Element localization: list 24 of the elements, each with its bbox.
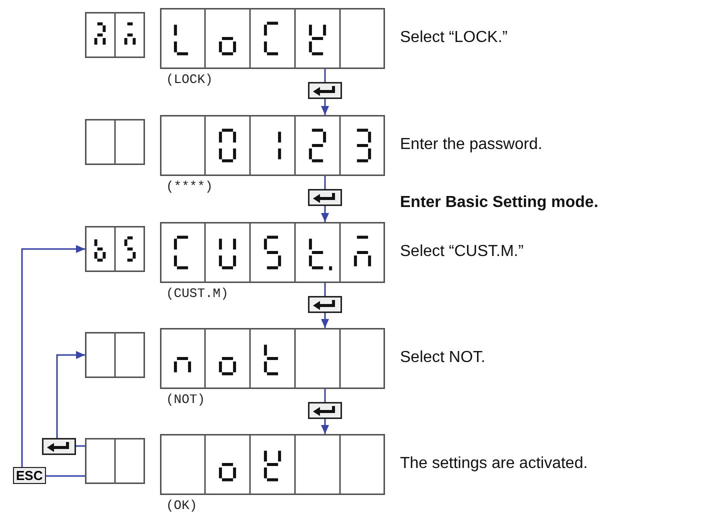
seven-segment-display: [85, 119, 145, 165]
seven-segment-display: [85, 12, 145, 58]
mode-heading: Enter Basic Setting mode.: [400, 194, 598, 212]
step-description: Enter the password.: [400, 136, 542, 154]
seven-segment-display: [160, 222, 385, 283]
step-description: Select NOT.: [400, 348, 486, 366]
seven-segment-display: [160, 8, 385, 69]
seven-segment-display: [160, 434, 385, 495]
display-caption: (LOCK): [166, 72, 213, 87]
display-caption: (CUST.M): [166, 286, 228, 301]
display-caption: (NOT): [166, 392, 206, 407]
edge-label: ESC: [13, 467, 46, 484]
arrow: [56, 351, 85, 447]
seven-segment-display: [160, 115, 385, 176]
display-caption: (OK): [166, 498, 198, 513]
step-description: Select “LOCK.”: [400, 28, 508, 46]
seven-segment-display: [160, 328, 385, 389]
seven-segment-display: [85, 226, 145, 272]
seven-segment-display: [85, 438, 145, 484]
display-caption: (****): [166, 179, 213, 194]
seven-segment-display: [85, 332, 145, 378]
arrow: [21, 245, 85, 477]
step-description: The settings are activated.: [400, 454, 588, 472]
step-description: Select “CUST.M.”: [400, 242, 524, 260]
